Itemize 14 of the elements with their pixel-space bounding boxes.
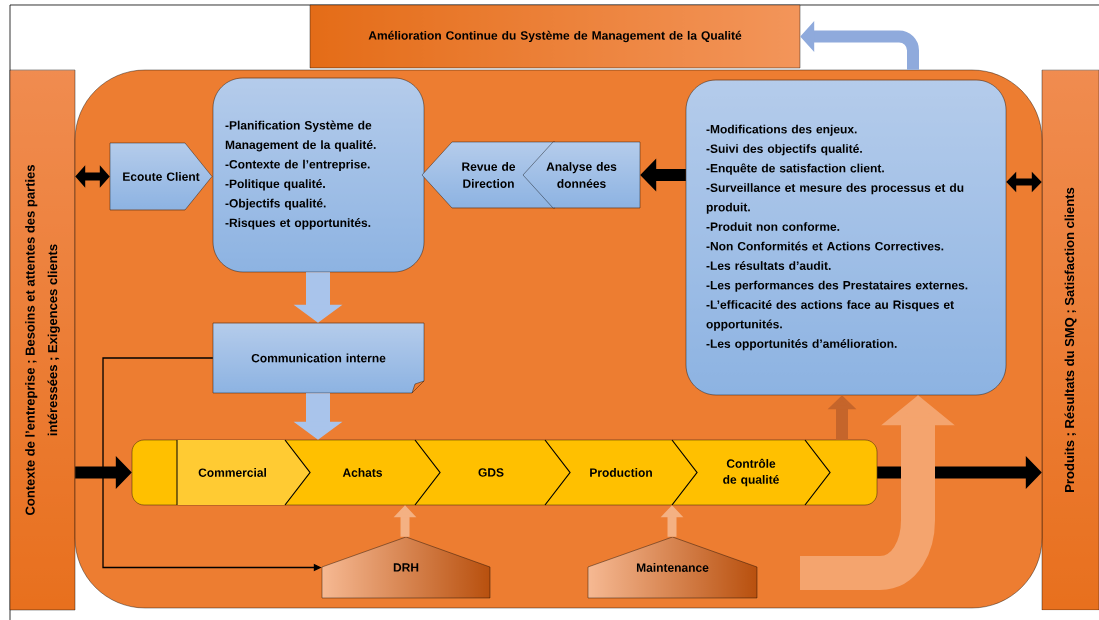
process-step-label: Production	[590, 468, 652, 477]
process-step-label: Contrôle de qualité	[723, 458, 779, 487]
side-band: Contexte de l’entreprise ; Besoins et attentes des parties intéressées ; Exigences clients	[9, 69, 76, 611]
process-step-label: Commercial	[198, 468, 266, 477]
title-box: Amélioration Continue du Système de Management de la Qualité	[309, 4, 801, 69]
process-step-label: Achats	[342, 468, 382, 477]
process-step-label: GDS	[478, 468, 504, 477]
process-bar	[131, 439, 878, 506]
arrow	[75, 165, 110, 188]
rounded-box: -Modifications des enjeux. -Suivi des objectifs qualité. -Enquête de satisfaction client. -Surveillance et mesure des processus et du produit. -Produit non conforme. -Non Conformités et Actions Correctives. -Les résultats d’audit. -Les performances des Prestataires externes. -L’efficacité des actions face au Risques et opportunités. -Les opportunités d’amélioration.	[685, 79, 1007, 396]
side-band: Produits ; Résultats du SMQ ; Satisfaction clients	[1041, 69, 1099, 611]
note-box: Communication interne	[212, 322, 425, 394]
rounded-box: -Planification Système de Management de la qualité. -Contexte de l’entreprise. -Politique qualité. -Objectifs qualité. -Risques et opportunités.	[212, 77, 425, 273]
arrow	[1006, 171, 1042, 193]
